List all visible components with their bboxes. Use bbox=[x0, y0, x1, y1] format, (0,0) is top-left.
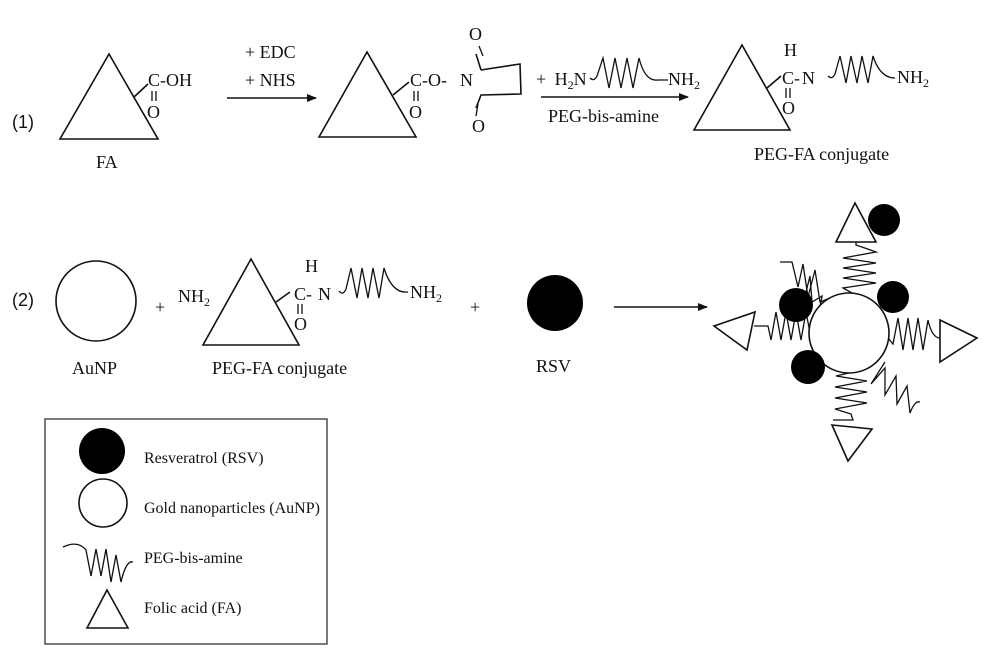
plus-sign: + bbox=[470, 297, 480, 317]
terminal-nh2: NH2 bbox=[897, 67, 929, 90]
resveratrol-icon bbox=[791, 350, 825, 384]
legend-item-peg-bis-amine: PEG-bis-amine bbox=[62, 543, 243, 583]
amide-oxygen: O bbox=[294, 314, 307, 334]
filled-circle-icon bbox=[79, 428, 125, 474]
succinimide-oxygen-top: O bbox=[469, 24, 482, 44]
peg-chain-icon bbox=[827, 55, 896, 84]
gold-nanoparticle-icon bbox=[55, 260, 137, 342]
amide-carbon: C- bbox=[782, 68, 800, 88]
folic-acid-triangle-icon bbox=[317, 50, 418, 138]
aunp-caption: AuNP bbox=[72, 358, 117, 378]
open-circle-icon bbox=[78, 478, 128, 528]
amide-nitrogen: N bbox=[802, 68, 815, 88]
ester-group: C-O- bbox=[410, 70, 447, 90]
peg-chain-icon bbox=[338, 267, 409, 299]
double-bond-line bbox=[475, 103, 479, 117]
bond-line bbox=[275, 291, 291, 303]
legend-label: Resveratrol (RSV) bbox=[144, 450, 264, 467]
amide-hydrogen: H bbox=[305, 256, 318, 276]
fa-carbonyl-oxygen: O bbox=[147, 102, 160, 122]
peg-fa-conjugate-caption: PEG-FA conjugate bbox=[754, 144, 889, 164]
folic-acid-triangle-icon bbox=[830, 424, 874, 463]
rsv-reactant: RSV bbox=[527, 275, 583, 376]
rsv-caption: RSV bbox=[536, 356, 571, 376]
resveratrol-icon bbox=[527, 275, 583, 331]
bond-line bbox=[133, 83, 149, 98]
peg-chain-icon bbox=[870, 361, 921, 414]
fa-caption: FA bbox=[96, 152, 118, 172]
folic-acid-triangle-icon bbox=[692, 43, 792, 131]
amide-nitrogen: N bbox=[318, 284, 331, 304]
succinimide-oxygen-bottom: O bbox=[472, 116, 485, 136]
folic-acid-triangle-icon bbox=[201, 257, 301, 346]
legend-label: PEG-bis-amine bbox=[144, 550, 243, 567]
aunp-reactant: AuNP bbox=[55, 260, 137, 378]
peg-chain-icon bbox=[833, 371, 868, 421]
resveratrol-icon bbox=[877, 281, 909, 313]
conjugate-nh2-left: NH2 bbox=[178, 286, 210, 309]
wavy-chain-icon bbox=[62, 543, 134, 583]
folic-acid-triangle-icon bbox=[712, 310, 757, 352]
nhs-ester-molecule: C-O- O N O O bbox=[317, 24, 522, 138]
succinimide-ring bbox=[475, 53, 522, 109]
succinimide-nitrogen: N bbox=[460, 70, 473, 90]
peg-reaction-arrow: + H2N NH2 PEG-bis-amine bbox=[536, 55, 700, 126]
peg-chain-icon bbox=[887, 317, 941, 351]
plus-sign: + bbox=[155, 297, 165, 317]
ester-carbonyl-oxygen: O bbox=[409, 102, 422, 122]
amide-hydrogen: H bbox=[784, 40, 797, 60]
folic-acid-triangle-icon bbox=[939, 318, 979, 364]
peg-chain-icon bbox=[841, 242, 879, 294]
double-bond-line bbox=[478, 45, 484, 57]
legend: Resveratrol (RSV) Gold nanoparticles (Au… bbox=[44, 418, 328, 645]
gold-nanoparticle-icon bbox=[808, 292, 890, 374]
bond-line bbox=[392, 81, 410, 96]
edc-nhs-reaction-arrow: + EDC + NHS bbox=[227, 42, 317, 102]
step-1-label: (1) bbox=[12, 112, 34, 132]
folic-acid-triangle-icon bbox=[58, 52, 160, 140]
triangle-icon bbox=[85, 588, 130, 629]
amide-oxygen: O bbox=[782, 98, 795, 118]
fa-carboxyl-group: C-OH bbox=[148, 70, 192, 90]
reagent-edc: + EDC bbox=[245, 42, 296, 62]
bond-line bbox=[766, 75, 782, 89]
resveratrol-icon bbox=[779, 288, 813, 322]
peg-chain-icon bbox=[589, 55, 668, 89]
final-nanoconjugate bbox=[712, 201, 979, 463]
peg-plus-h2n: + H2N bbox=[536, 69, 587, 92]
legend-label: Folic acid (FA) bbox=[144, 600, 241, 617]
fa-molecule: C-OH O FA bbox=[58, 52, 192, 172]
peg-fa-conjugate-product: H C- N O NH2 PEG-FA conjugate bbox=[692, 40, 929, 164]
legend-label: Gold nanoparticles (AuNP) bbox=[144, 500, 320, 517]
legend-item-folic-acid: Folic acid (FA) bbox=[85, 588, 241, 629]
peg-nh2: NH2 bbox=[668, 69, 700, 92]
legend-item-resveratrol: Resveratrol (RSV) bbox=[79, 428, 264, 474]
peg-fa-conjugate-reactant: NH2 H C- N O NH2 PEG-FA conjugate bbox=[178, 256, 442, 378]
terminal-nh2: NH2 bbox=[410, 282, 442, 305]
peg-bis-amine-caption: PEG-bis-amine bbox=[548, 106, 659, 126]
peg-fa-conjugate-caption: PEG-FA conjugate bbox=[212, 358, 347, 378]
amide-carbon: C- bbox=[294, 284, 312, 304]
reagent-nhs: + NHS bbox=[245, 70, 296, 90]
folic-acid-triangle-icon bbox=[834, 201, 878, 243]
legend-item-gold-nanoparticles: Gold nanoparticles (AuNP) bbox=[78, 478, 320, 528]
resveratrol-icon bbox=[868, 204, 900, 236]
step-2-label: (2) bbox=[12, 290, 34, 310]
